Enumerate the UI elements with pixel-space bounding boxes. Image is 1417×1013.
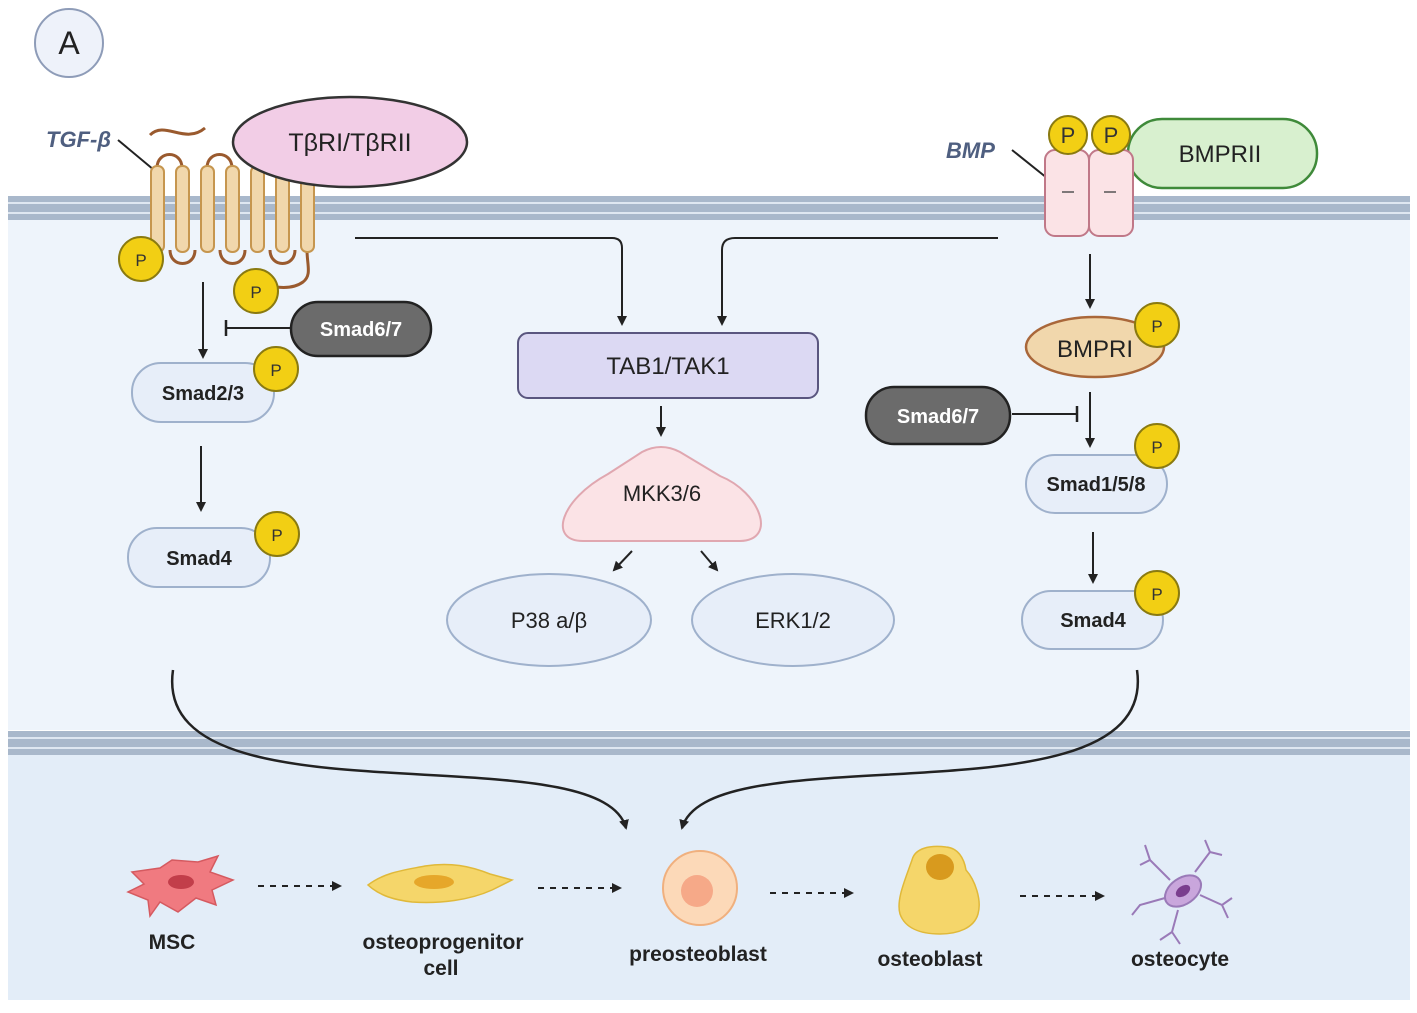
tgf-pointer-line xyxy=(117,139,155,171)
svg-text:P: P xyxy=(250,283,261,302)
bmpr1-label: BMPRI xyxy=(1057,336,1133,363)
tgf-beta-label: TGF-β xyxy=(46,127,111,152)
smad158-node: Smad1/5/8 xyxy=(1025,454,1168,514)
smad67-right-node: Smad6/7 xyxy=(864,385,1012,446)
smad4-right-node: Smad4 xyxy=(1021,590,1164,650)
arrow-tgf-to-tabtak xyxy=(355,237,627,326)
svg-text:P: P xyxy=(135,251,146,270)
phospho-badge: P xyxy=(1134,302,1180,348)
arrow-mkk-to-p38 xyxy=(612,550,633,572)
phospho-badge: P xyxy=(1134,570,1180,616)
inhibition-smad67-left xyxy=(224,320,292,336)
bmp-label: BMP xyxy=(946,138,995,163)
mkk-node: MKK3/6 xyxy=(561,446,762,542)
phospho-badge: P xyxy=(1091,115,1131,155)
tgf-receptor-node: TβRI/TβRII xyxy=(231,95,469,189)
smad4-right-label: Smad4 xyxy=(1060,610,1126,632)
erk-node: ERK1/2 xyxy=(691,573,895,667)
smad23-label: Smad2/3 xyxy=(162,383,244,405)
bmpr2-node: BMPRII xyxy=(1126,117,1319,190)
svg-text:P: P xyxy=(1061,123,1076,148)
svg-text:P: P xyxy=(1151,585,1162,604)
bmpr1-node: BMPRI xyxy=(1024,315,1166,379)
svg-text:P: P xyxy=(271,526,282,545)
tab-tak-node: TAB1/TAK1 xyxy=(517,332,819,399)
stage-label-msc: MSC xyxy=(149,931,196,954)
preosteoblast-cell-icon xyxy=(662,850,738,926)
phospho-badge: P xyxy=(1048,115,1088,155)
stage-label-osteoprogenitor-line2: cell xyxy=(423,957,458,980)
panel-label-badge: A xyxy=(34,8,104,78)
cell-membrane xyxy=(8,196,1410,220)
tgf-receptor-label: TβRI/TβRII xyxy=(288,129,411,157)
stage-label-osteoblast: osteoblast xyxy=(877,948,982,971)
svg-text:P: P xyxy=(1104,123,1119,148)
svg-text:P: P xyxy=(1151,438,1162,457)
msc-cell-icon xyxy=(126,854,235,918)
arrow-mkk-to-erk xyxy=(700,550,719,572)
smad23-node: Smad2/3 xyxy=(131,362,275,423)
stage-label-preosteoblast: preosteoblast xyxy=(629,943,767,966)
phospho-badge: P xyxy=(118,236,164,282)
osteoblast-cell-icon xyxy=(898,845,980,935)
smad67-left-label: Smad6/7 xyxy=(320,319,402,341)
stage-label-osteoprogenitor: osteoprogenitor xyxy=(363,931,524,954)
p38-label: P38 a/β xyxy=(511,608,587,633)
tab-tak-label: TAB1/TAK1 xyxy=(606,353,729,380)
arrow-left-to-preosteoblast xyxy=(171,669,629,830)
inhibition-smad67-right xyxy=(1012,406,1079,422)
smad67-left-node: Smad6/7 xyxy=(289,300,433,358)
phospho-badge: P xyxy=(1134,423,1180,469)
bmpr2-label: BMPRII xyxy=(1179,141,1262,168)
phospho-badge: P xyxy=(233,268,279,314)
smad67-right-label: Smad6/7 xyxy=(897,406,979,428)
svg-text:P: P xyxy=(1151,317,1162,336)
erk-label: ERK1/2 xyxy=(755,608,831,633)
phospho-badge: P xyxy=(254,511,300,557)
phospho-badge: P xyxy=(253,346,299,392)
arrow-bmp-to-tabtak xyxy=(717,237,998,326)
smad4-left-node: Smad4 xyxy=(127,527,271,588)
mkk-label: MKK3/6 xyxy=(623,481,701,506)
svg-text:P: P xyxy=(270,361,281,380)
stage-label-osteocyte: osteocyte xyxy=(1131,948,1229,971)
smad4-left-label: Smad4 xyxy=(166,548,232,570)
panel-label: A xyxy=(58,25,80,61)
bmp-pointer-line xyxy=(1011,149,1048,179)
p38-node: P38 a/β xyxy=(446,573,652,667)
osteocyte-cell-icon xyxy=(1131,839,1233,945)
osteoprogenitor-cell-icon xyxy=(366,863,515,904)
arrow-right-to-preosteoblast xyxy=(679,669,1139,830)
bmp-receptor-dimer xyxy=(1044,149,1134,237)
smad158-label: Smad1/5/8 xyxy=(1047,474,1146,496)
